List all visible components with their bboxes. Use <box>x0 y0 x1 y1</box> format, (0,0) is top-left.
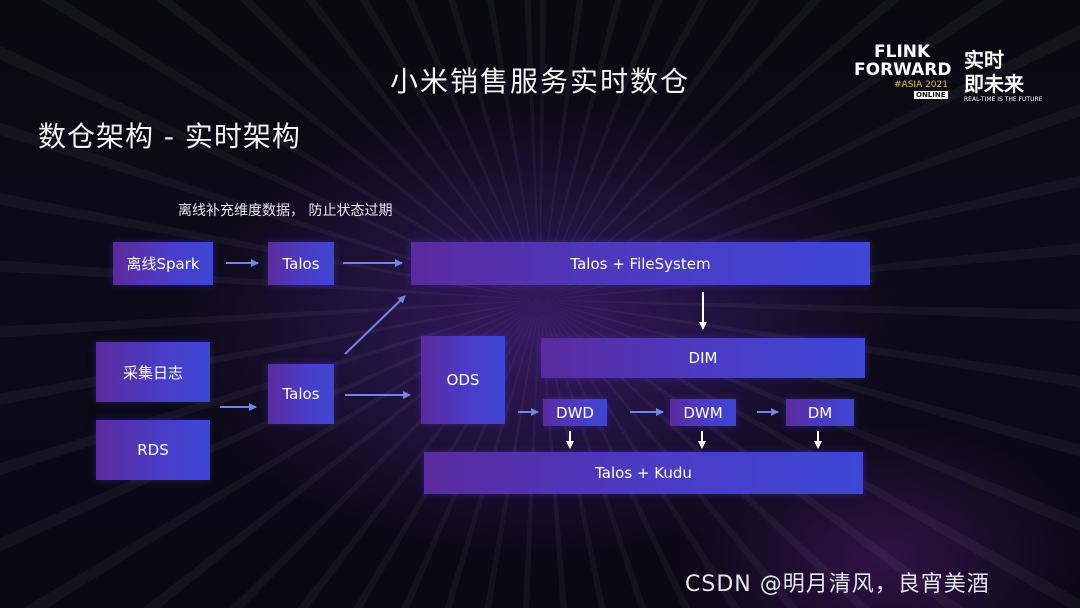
node-talos-kudu: Talos + Kudu <box>424 452 863 494</box>
logo-cn-1: 实时 <box>964 48 1004 72</box>
slide-subtitle: 数仓架构 - 实时架构 <box>38 120 301 153</box>
node-talos-filesystem: Talos + FileSystem <box>411 242 870 285</box>
slide-title: 小米销售服务实时数仓 <box>389 65 690 98</box>
flink-forward-logo: FLINK FORWARD #ASIA 2021 ONLINE 实时 即未来 R… <box>852 40 1042 106</box>
logo-cn-2: 即未来 <box>964 72 1024 96</box>
node-talos-top: Talos <box>268 242 334 285</box>
node-dim: DIM <box>541 338 865 378</box>
logo-forward: FORWARD <box>854 60 952 80</box>
node-dwm: DWM <box>670 399 736 426</box>
node-talos-mid: Talos <box>268 364 334 424</box>
node-offline-spark: 离线Spark <box>113 242 213 285</box>
logo-asia: #ASIA 2021 <box>894 80 948 90</box>
node-collect-logs: 采集日志 <box>96 342 210 402</box>
node-rds: RDS <box>96 420 210 480</box>
node-dm: DM <box>786 399 854 426</box>
annotation-note: 离线补充维度数据， 防止状态过期 <box>178 203 393 219</box>
logo-flink: FLINK <box>874 42 931 62</box>
csdn-watermark: CSDN @明月清风，良宵美酒 <box>685 572 990 597</box>
node-ods: ODS <box>421 336 505 424</box>
logo-online: ONLINE <box>914 91 948 99</box>
logo-tagline: REAL-TIME IS THE FUTURE <box>964 96 1043 103</box>
node-dwd: DWD <box>543 399 607 426</box>
arrow-talos-filesystem-diag <box>344 295 406 355</box>
